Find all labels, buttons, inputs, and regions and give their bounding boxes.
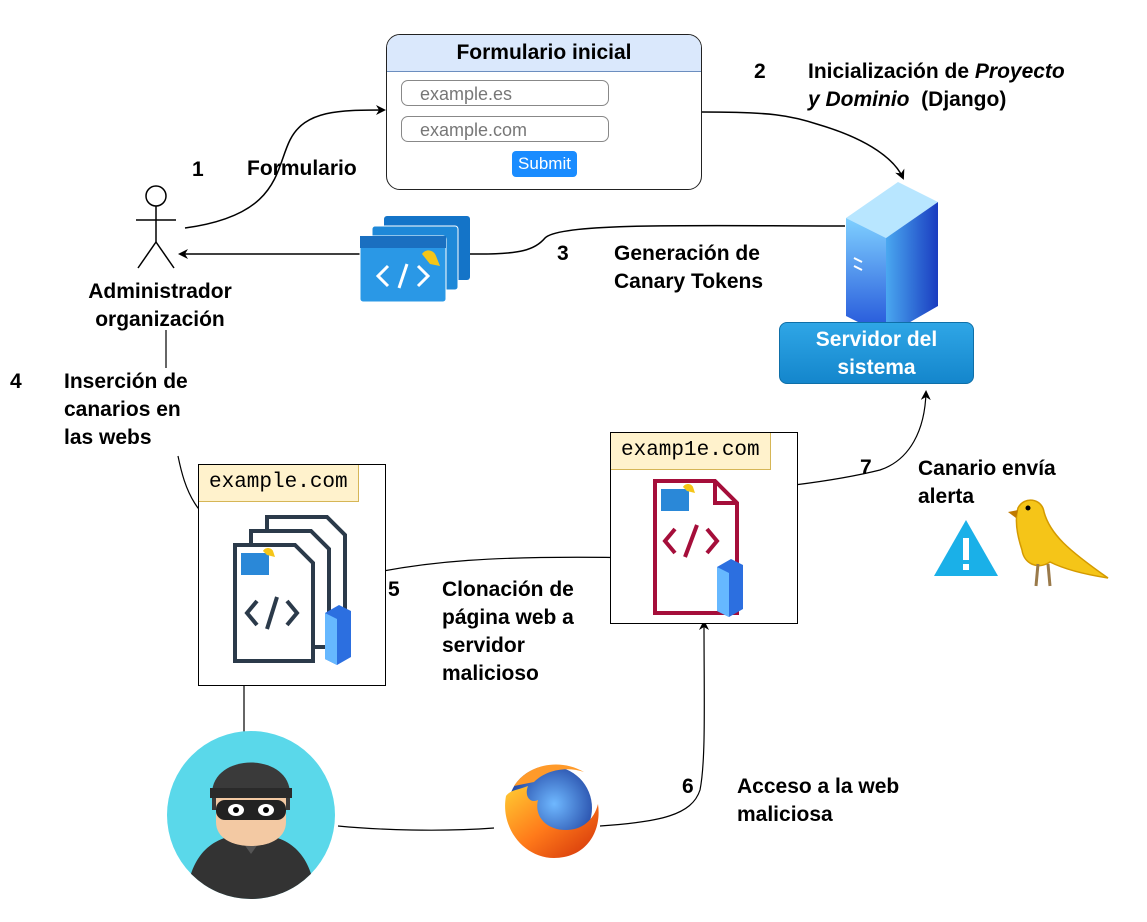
step-2-text-c: y Dominio bbox=[808, 88, 910, 111]
warning-icon bbox=[934, 520, 998, 576]
admin-line1: Administrador bbox=[88, 280, 232, 303]
step-2-text-d: (Django) bbox=[909, 88, 1007, 111]
domain-com-field[interactable]: example.com bbox=[401, 116, 609, 142]
form-title: Formulario inicial bbox=[387, 35, 701, 72]
malicious-site-domain: examp1e.com bbox=[611, 433, 771, 470]
step-5-line4: malicioso bbox=[442, 662, 539, 685]
arrow-step-1 bbox=[184, 105, 386, 229]
step-4-line2: canarios en bbox=[64, 398, 181, 421]
step-7-line2: alerta bbox=[918, 485, 975, 508]
initial-form: Formulario inicial example.es example.co… bbox=[386, 34, 702, 190]
line-hacker-browser bbox=[337, 825, 495, 831]
malicious-code-file-icon bbox=[653, 479, 743, 617]
step-3-number: 3 bbox=[557, 242, 569, 265]
step-2-number: 2 bbox=[754, 60, 766, 83]
step-5-line3: servidor bbox=[442, 634, 525, 657]
step-5-number: 5 bbox=[388, 578, 400, 601]
step-4-line3: las webs bbox=[64, 426, 152, 449]
step-3-label: Generación de Canary Tokens bbox=[614, 240, 763, 296]
hacker-avatar-icon bbox=[167, 731, 335, 899]
server-line1: Servidor del bbox=[815, 328, 938, 351]
canary-bird-icon bbox=[1008, 499, 1109, 587]
step-6-label: Acceso a la web maliciosa bbox=[737, 773, 899, 829]
step-1-number: 1 bbox=[192, 158, 204, 181]
domain-es-field[interactable]: example.es bbox=[401, 80, 609, 106]
step-7-label: Canario envía alerta bbox=[918, 455, 1056, 511]
malicious-site-box: examp1e.com bbox=[610, 432, 798, 624]
step-2-label: Inicialización de Proyecto y Dominio (Dj… bbox=[808, 58, 1065, 114]
server-line2: sistema bbox=[837, 356, 916, 379]
step-5-line1: Clonación de bbox=[442, 578, 574, 601]
step-5-label: Clonación de página web a servidor malic… bbox=[442, 576, 574, 688]
firefox-icon bbox=[505, 764, 599, 858]
step-5-line2: página web a bbox=[442, 606, 574, 629]
step-4-label: Inserción de canarios en las webs bbox=[64, 368, 188, 452]
stick-figure-icon bbox=[136, 185, 176, 269]
step-2-text-a: Inicialización de bbox=[808, 60, 975, 83]
legit-site-domain: example.com bbox=[199, 465, 359, 502]
step-7-line1: Canario envía bbox=[918, 457, 1056, 480]
canary-tokens-icon bbox=[359, 216, 470, 303]
step-6-line2: maliciosa bbox=[737, 803, 833, 826]
step-6-line1: Acceso a la web bbox=[737, 775, 900, 798]
submit-button[interactable]: Submit bbox=[512, 151, 577, 177]
code-file-icon bbox=[233, 515, 351, 665]
step-2-text-b: Proyecto bbox=[974, 60, 1065, 83]
step-4-line1: Inserción de bbox=[64, 370, 188, 393]
step-3-line2: Canary Tokens bbox=[614, 270, 763, 293]
server-icon bbox=[846, 182, 938, 336]
admin-line2: organización bbox=[95, 308, 225, 331]
arrow-step-3 bbox=[178, 224, 846, 259]
step-1-label: Formulario bbox=[247, 157, 357, 180]
admin-label: Administrador organización bbox=[72, 278, 248, 334]
step-6-number: 6 bbox=[682, 775, 694, 798]
legit-site-box: example.com bbox=[198, 464, 386, 686]
arrow-step-6 bbox=[599, 620, 710, 827]
server-label: Servidor del sistema bbox=[779, 322, 974, 384]
step-7-number: 7 bbox=[860, 456, 872, 479]
step-4-number: 4 bbox=[10, 370, 22, 393]
arrow-step-2 bbox=[701, 111, 905, 180]
step-3-line1: Generación de bbox=[614, 242, 760, 265]
